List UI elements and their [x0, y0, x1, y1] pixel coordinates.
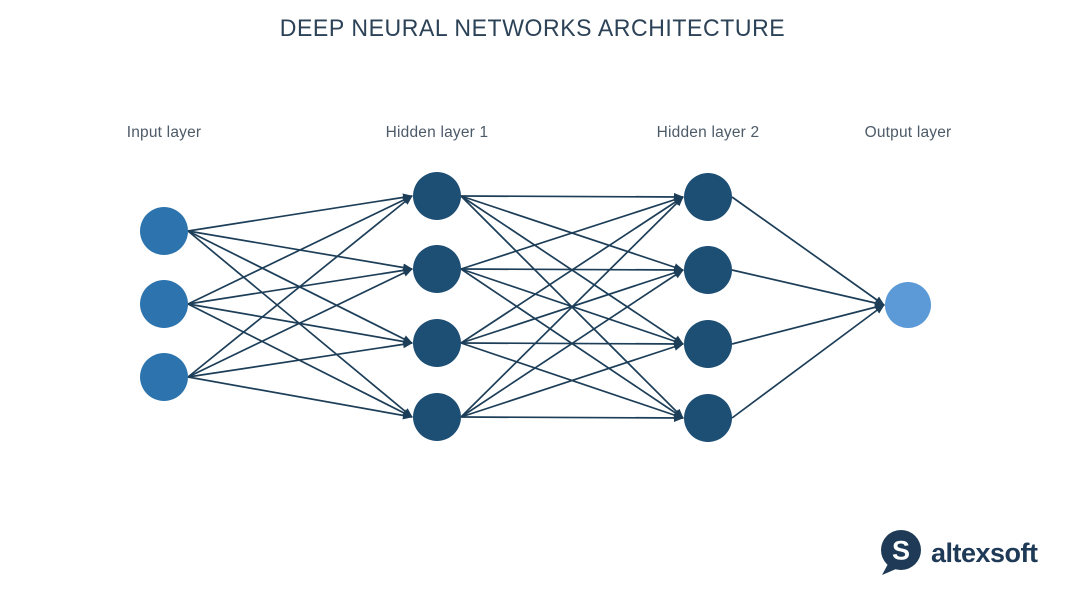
edge-input-to-hidden1 [187, 195, 413, 378]
edge-layer [187, 192, 885, 422]
edge-hidden1-to-hidden2 [460, 196, 684, 418]
neuron-node-hidden2-3 [684, 320, 732, 368]
neuron-node-input-3 [140, 353, 188, 401]
edge-hidden2-to-output [731, 304, 885, 419]
svg-text:S: S [892, 536, 910, 566]
speech-bubble-s-icon: S [881, 530, 921, 575]
node-layer [140, 172, 931, 442]
edge-hidden1-to-hidden2 [460, 192, 684, 201]
edge-input-to-hidden1 [187, 193, 413, 232]
edge-hidden2-to-output [731, 303, 885, 345]
neuron-node-hidden2-1 [684, 173, 732, 221]
layer-label-hidden2: Hidden layer 2 [656, 124, 760, 141]
neuron-node-hidden2-2 [684, 246, 732, 294]
neuron-node-hidden2-4 [684, 394, 732, 442]
edge-hidden2-to-output [731, 196, 885, 306]
edge-hidden1-to-hidden2 [460, 269, 684, 418]
neuron-node-hidden1-2 [413, 245, 461, 293]
neuron-node-output-1 [885, 282, 931, 328]
edge-hidden1-to-hidden2 [460, 195, 684, 270]
edge-input-to-hidden1 [187, 340, 413, 378]
neuron-node-input-1 [140, 207, 188, 255]
neuron-node-hidden1-4 [413, 393, 461, 441]
edge-hidden2-to-output [731, 269, 885, 307]
edge-hidden1-to-hidden2 [460, 343, 684, 418]
layer-label-input: Input layer [126, 124, 202, 141]
logo-text: altexsoft [931, 537, 1038, 568]
diagram-title: DEEP NEURAL NETWORKS ARCHITECTURE [279, 15, 786, 42]
edge-hidden1-to-hidden2 [460, 196, 684, 344]
edge-input-to-hidden1 [187, 195, 413, 305]
layer-label-hidden1: Hidden layer 1 [385, 124, 489, 141]
edge-input-to-hidden1 [187, 376, 413, 420]
neuron-node-input-2 [140, 280, 188, 328]
layer-label-output: Output layer [864, 124, 952, 141]
neuron-node-hidden1-1 [413, 172, 461, 220]
edge-input-to-hidden1 [187, 268, 413, 378]
edge-hidden1-to-hidden2 [460, 413, 684, 422]
altexsoft-logo: S altexsoft [878, 528, 1038, 576]
neuron-node-hidden1-3 [413, 319, 461, 367]
